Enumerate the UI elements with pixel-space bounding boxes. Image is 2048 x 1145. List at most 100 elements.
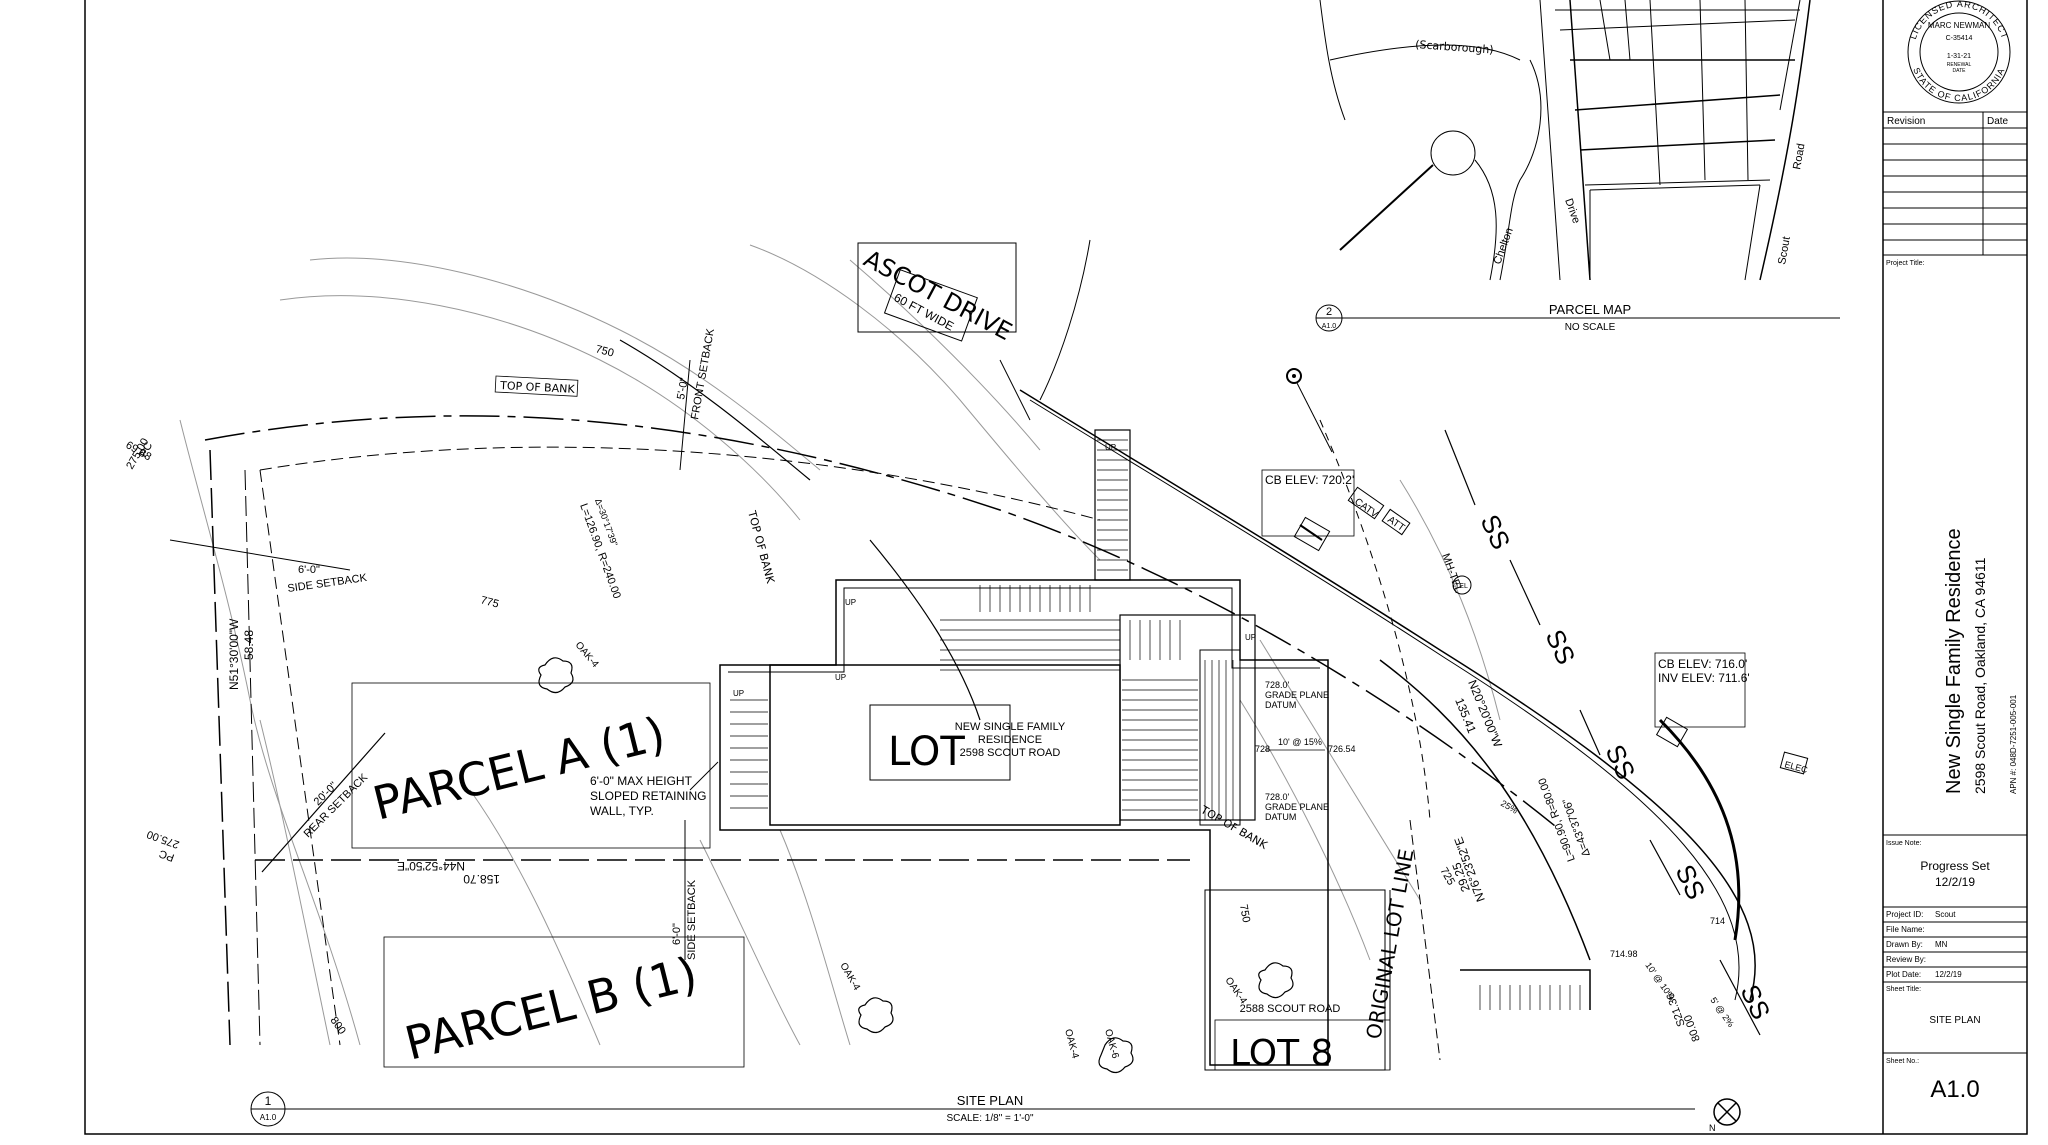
info-value-drawn-by: MN [1935,940,1948,949]
revision-header: Revision [1887,116,1925,127]
top-of-bank-box-1 [494,375,579,397]
info-label-review-by: Review By: [1886,955,1926,964]
catch-basin-1: CB ELEV: 720.2' [1261,368,1355,552]
building-footprint [719,429,1329,1066]
info-value-project-id: Scout [1935,910,1956,919]
parcel-map-street-scarborough: (Scarborough) [1415,38,1494,56]
project-address: 2598 Scout Road, Oakland, CA 94611 [1972,557,1988,794]
stamp-name: MARC NEWMAN [1928,21,1990,30]
sheet-no: A1.0 [1930,1076,1979,1103]
oak6-label: OAK-6 [1102,1028,1121,1060]
ss-label-3: SS [1600,740,1642,784]
slope-label: 10' @ 15% [1278,737,1322,747]
cb2-label-1: CB ELEV: 716.0' [1658,657,1747,671]
scout-road-curb [1019,389,1756,1001]
site-plan-bubble-sheet: A1.0 [260,1113,277,1122]
parcel-a: PARCEL A (1) [351,682,711,849]
contour-775: 775 [479,594,500,610]
side-setback-text-2: SIDE SETBACK [686,879,698,960]
site-plan-caption: 1 A1.0 SITE PLAN SCALE: 1/8" = 1'-0" [250,1091,1695,1127]
issue-note-label: Issue Note: [1886,840,1921,847]
issue-date: 12/2/19 [1935,875,1975,889]
info-label-file-name: File Name: [1886,925,1925,934]
stair-hatching [730,439,1591,1010]
retaining-wall-leader [689,761,719,791]
parcel-map-bubble-num: 2 [1326,306,1332,318]
top-of-bank-label-1: TOP OF BANK [499,379,576,396]
tel-circle [1452,575,1472,595]
cb1-label: CB ELEV: 720.2' [1265,473,1354,487]
sheet-title-label: Sheet Title: [1886,986,1921,993]
retaining-wall-note-3: WALL, TYP. [590,804,654,818]
stamp-renewal-date: 1-31-21 [1947,53,1971,60]
pc-2: PC [158,847,177,864]
up-label-4: UP [733,689,744,698]
retaining-wall-note-2: SLOPED RETAINING [590,789,706,803]
parcel-b: PARCEL B (1) [383,936,745,1071]
north-arrow-icon: N [1709,1098,1741,1133]
issue-status: Progress Set [1920,859,1990,873]
lot-8-label: LOT 8 [1230,1033,1333,1074]
original-lot-line-label: ORIGINAL LOT LINE [1361,847,1418,1041]
up-label-2: UP [845,598,856,607]
up-label-5: UP [1245,633,1256,642]
parcel-map-scale: NO SCALE [1565,322,1616,333]
contour-750-b: 750 [1237,903,1252,923]
up-label-3: UP [835,673,846,682]
bearing-2-len: 158.70 [463,872,500,886]
bearing-1: N51°30'00"W [227,618,241,690]
ss-label-2: SS [1540,625,1582,669]
oak-tree-icon [538,657,1294,1074]
sewer-line [1444,429,1761,1036]
ss-label-1: SS [1475,510,1517,554]
elec-label: ELEC [1783,759,1809,775]
pct-25: 25% [1499,798,1520,816]
top-of-bank-label-3: TOP OF BANK [1198,803,1271,852]
elev-726-label: 726.54 [1328,744,1356,754]
elev-728-label: 728 [1255,744,1270,754]
lot-label: LOT [888,729,965,775]
parcel-map-street-drive: Drive [1562,197,1582,225]
info-label-drawn-by: Drawn By: [1886,940,1923,949]
contour-750-a: 750 [594,343,615,359]
contour-800: 800 [328,1015,348,1037]
elev-714: 714 [1710,916,1725,926]
side-setback-dim-2: 6'-0" [671,923,683,945]
ascot-drive-text: ASCOT DRIVE [859,245,1016,346]
ss-label-4: SS [1670,860,1712,904]
front-setback-line [679,359,691,471]
pc-2-num: 275.00 [145,828,181,851]
site-plan-scale: SCALE: 1/8" = 1'-0" [946,1113,1034,1124]
info-value-plot-date: 12/2/19 [1935,970,1962,979]
tel-label: TEL [1455,583,1468,590]
new-residence-line-1: NEW SINGLE FAMILY [955,721,1066,733]
north-label: N [1709,1123,1716,1133]
date-header: Date [1987,116,2009,127]
retaining-wall-note-1: 6'-0" MAX HEIGHT [590,774,693,788]
dim-s21: S21.36 [1665,991,1688,1028]
elev-714-98: 714.98 [1610,949,1638,959]
parcel-map [1319,0,1811,281]
neighbor-address: 2588 SCOUT ROAD [1240,1003,1341,1015]
title-block [1883,111,2027,1054]
stamp-renewal-label-2: DATE [1953,68,1967,74]
neighbor-lot [1204,819,1591,1071]
architect-stamp: LICENSED ARCHITECT STATE OF CALIFORNIA M… [1907,0,2011,104]
rear-setback-text: REAR SETBACK [302,771,371,840]
gp-datum-datum-2: DATUM [1265,812,1296,822]
elec-box [1779,751,1809,775]
up-label-1: UP [1105,443,1116,452]
front-setback-text: FRONT SETBACK [689,327,717,420]
rear-setback-line [261,732,386,873]
new-residence-line-2: RESIDENCE [978,734,1042,746]
catv-box [1347,486,1385,520]
gp-datum-elev-2: 728.0' [1265,792,1290,802]
bearing-1-len: 58.48 [242,630,256,660]
oak-label-1: OAK-4 [573,640,601,670]
bearing-2: N44°52'50"E [397,859,465,873]
property-lines [169,239,1591,1046]
sheet-border [84,0,2028,1135]
catch-basin-2: CB ELEV: 716.0' INV ELEV: 711.6' [1654,652,1750,748]
att-box [1381,508,1411,536]
project-title: New Single Family Residence [1943,528,1965,794]
